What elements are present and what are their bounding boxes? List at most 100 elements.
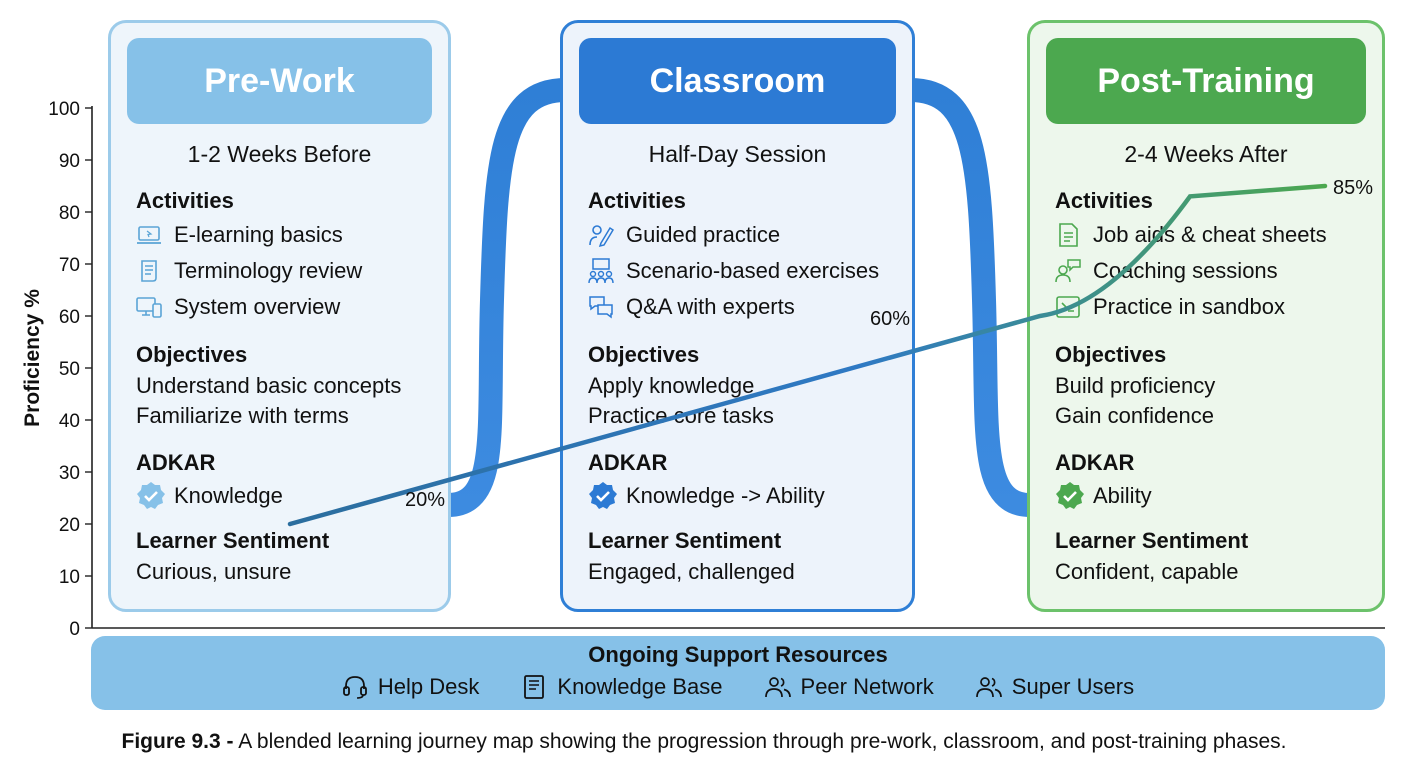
- adkar-title: ADKAR: [136, 450, 216, 475]
- activity-item: Scenario-based exercises: [588, 253, 902, 289]
- figure-caption: Figure 9.3 - A blended learning journey …: [0, 730, 1408, 754]
- objectives-title: Objectives: [1055, 342, 1167, 367]
- activity-label: Practice in sandbox: [1093, 294, 1285, 319]
- proficiency-label: 20%: [405, 489, 445, 511]
- phase-card-classroom: Classroom Half-Day Session Activities Gu…: [560, 20, 915, 612]
- adkar-title: ADKAR: [588, 450, 668, 475]
- adkar-row: Ability: [1055, 479, 1372, 513]
- phase-timing: 2-4 Weeks After: [1124, 141, 1288, 167]
- scroll-icon: [141, 260, 157, 282]
- activity-item: Guided practice: [588, 217, 902, 253]
- support-item-super-users: Super Users: [975, 674, 1135, 700]
- sentiment-title: Learner Sentiment: [588, 528, 782, 553]
- support-title: Ongoing Support Resources: [588, 642, 888, 667]
- activity-item: Job aids & cheat sheets: [1055, 217, 1372, 253]
- y-axis-title: Proficiency %: [21, 289, 44, 427]
- support-label: Peer Network: [800, 674, 934, 699]
- objectives-title: Objectives: [588, 342, 700, 367]
- book-icon: [524, 675, 545, 699]
- adkar-value: Ability: [1093, 483, 1152, 508]
- support-item-knowledge-base: Knowledge Base: [521, 674, 723, 700]
- activity-item: Practice in sandbox: [1055, 289, 1372, 325]
- activity-item: Terminology review: [136, 253, 438, 289]
- activity-item: Q&A with experts: [588, 289, 902, 325]
- support-item-peer-network: Peer Network: [764, 674, 934, 700]
- support-label: Help Desk: [377, 674, 480, 699]
- y-tick-label: 90: [59, 151, 80, 172]
- y-tick-label: 20: [59, 515, 80, 536]
- objective-line: Apply knowledge: [588, 373, 755, 398]
- devices-icon: [136, 297, 162, 318]
- phase-header: Post-Training: [1046, 38, 1366, 124]
- pencil-person-icon: [589, 225, 614, 248]
- activity-label: Scenario-based exercises: [626, 258, 880, 283]
- y-tick-label: 50: [59, 359, 80, 380]
- y-tick-label: 0: [69, 619, 80, 640]
- y-tick-label: 80: [59, 203, 80, 224]
- caption-text: A blended learning journey map showing t…: [233, 730, 1287, 753]
- objective-line: Build proficiency: [1055, 373, 1216, 398]
- y-tick-label: 100: [48, 99, 80, 120]
- support-resources-band: Ongoing Support Resources Help Desk Know…: [91, 636, 1385, 710]
- coaching-chat-icon: [1055, 259, 1081, 283]
- group-presentation-icon: [588, 258, 614, 284]
- sentiment-value: Engaged, challenged: [588, 559, 795, 584]
- activity-label: E-learning basics: [174, 222, 343, 247]
- objective-line: Familiarize with terms: [136, 403, 349, 428]
- sentiment-title: Learner Sentiment: [136, 528, 330, 553]
- proficiency-label: 60%: [870, 308, 910, 330]
- sentiment-value: Curious, unsure: [136, 559, 292, 584]
- proficiency-line: [287, 183, 1328, 527]
- chat-bubbles-icon: [589, 296, 613, 319]
- adkar-value: Knowledge -> Ability: [626, 483, 825, 508]
- y-tick-label: 30: [59, 463, 80, 484]
- activities-title: Activities: [1055, 188, 1153, 213]
- headset-icon: [343, 676, 367, 699]
- people-icon: [764, 677, 791, 698]
- phase-header: Pre-Work: [127, 38, 432, 124]
- document-list-icon: [1059, 223, 1078, 247]
- users-icon: [975, 677, 1002, 698]
- y-tick-label: 70: [59, 255, 80, 276]
- support-label: Knowledge Base: [557, 674, 723, 699]
- activity-label: System overview: [174, 294, 341, 319]
- activity-label: Guided practice: [626, 222, 781, 247]
- activity-label: Terminology review: [174, 258, 363, 283]
- check-badge-icon: [589, 482, 617, 509]
- phase-timing: Half-Day Session: [648, 141, 827, 167]
- phase-timing: 1-2 Weeks Before: [187, 141, 372, 167]
- phase-header: Classroom: [579, 38, 896, 124]
- y-tick-label: 40: [59, 411, 80, 432]
- phase-card-post-training: Post-Training 2-4 Weeks After Activities…: [1027, 20, 1385, 612]
- connector-prework-classroom: [436, 78, 578, 517]
- adkar-title: ADKAR: [1055, 450, 1135, 475]
- objective-line: Understand basic concepts: [136, 373, 402, 398]
- laptop-icon: [137, 226, 161, 244]
- check-badge-icon: [1056, 482, 1084, 509]
- activity-item: System overview: [136, 289, 438, 325]
- adkar-row: Knowledge -> Ability: [588, 479, 902, 513]
- phase-card-prework: Pre-Work 1-2 Weeks Before Activities E-l…: [108, 20, 451, 612]
- proficiency-label: 85%: [1333, 177, 1373, 199]
- activities-title: Activities: [588, 188, 686, 213]
- support-label: Super Users: [1011, 674, 1135, 699]
- sentiment-value: Confident, capable: [1055, 559, 1239, 584]
- support-item-help-desk: Help Desk: [342, 674, 479, 700]
- connector-classroom-post: [898, 78, 1042, 517]
- check-badge-icon: [137, 482, 165, 509]
- activities-title: Activities: [136, 188, 234, 213]
- y-tick-label: 10: [59, 567, 80, 588]
- objective-line: Gain confidence: [1055, 403, 1214, 428]
- adkar-row: Knowledge: [136, 479, 438, 513]
- sentiment-title: Learner Sentiment: [1055, 528, 1249, 553]
- activity-label: Q&A with experts: [626, 294, 795, 319]
- activity-label: Job aids & cheat sheets: [1093, 222, 1327, 247]
- y-tick-label: 60: [59, 307, 80, 328]
- activity-item: E-learning basics: [136, 217, 438, 253]
- caption-figure-number: Figure 9.3 -: [121, 730, 234, 753]
- adkar-value: Knowledge: [174, 483, 283, 508]
- objectives-title: Objectives: [136, 342, 248, 367]
